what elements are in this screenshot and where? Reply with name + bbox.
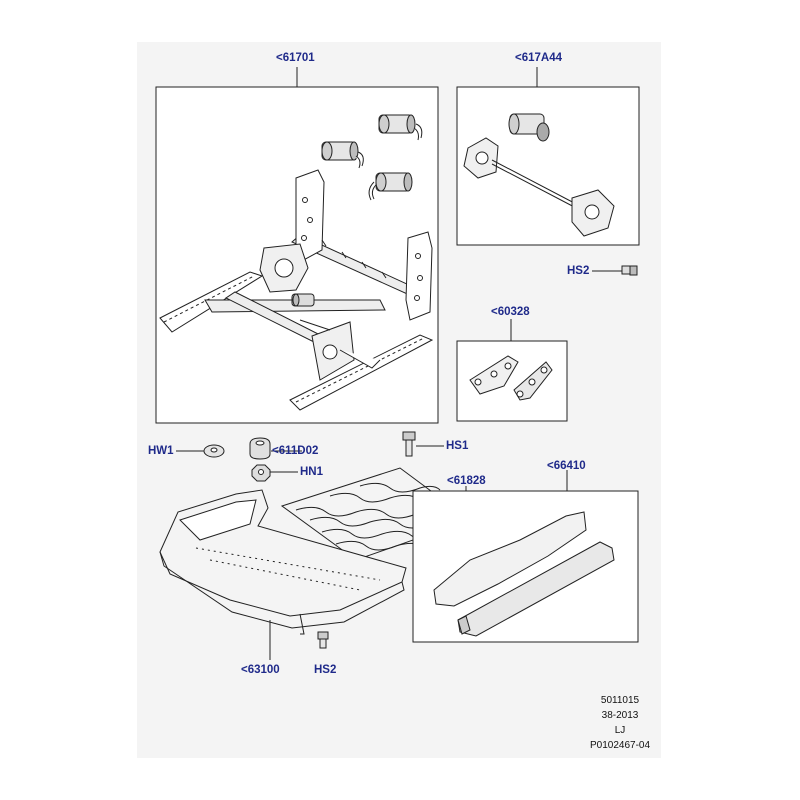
- callout-hs1: HS1: [446, 440, 469, 452]
- callout-hs2-top: HS2: [567, 265, 590, 277]
- seat-motor-drawing: [321, 114, 423, 201]
- callout-611d02: <611D02: [272, 445, 319, 457]
- hw1-leader: [176, 444, 225, 458]
- callout-60328: <60328: [491, 306, 530, 318]
- callout-66410: <66410: [547, 460, 586, 472]
- footer-initials: LJ: [614, 725, 626, 736]
- bracket-drawing: [469, 355, 553, 401]
- recliner-mechanism-drawing: [463, 113, 615, 237]
- footer-code: 5011015: [600, 695, 640, 706]
- hs2-top-leader: [592, 265, 638, 276]
- callout-61828: <61828: [447, 475, 486, 487]
- callout-61701: <61701: [276, 52, 315, 64]
- footer-drawing-number: P0102467-04: [589, 740, 651, 751]
- callout-hs2-bottom: HS2: [314, 664, 337, 676]
- hs2-bottom-leader: [317, 631, 329, 649]
- callout-hn1: HN1: [300, 466, 324, 478]
- 611d02-leader: [249, 437, 302, 460]
- hn1-leader: [251, 464, 298, 482]
- footer-date: 38-2013: [601, 710, 639, 721]
- callout-617a44: <617A44: [515, 52, 562, 64]
- side-trim-drawing: [433, 511, 615, 637]
- seat-pan-drawing: [159, 489, 407, 660]
- seat-frame-drawing: [159, 169, 434, 411]
- hs1-leader: [402, 431, 444, 457]
- callout-63100: <63100: [241, 664, 280, 676]
- callout-hw1: HW1: [148, 445, 174, 457]
